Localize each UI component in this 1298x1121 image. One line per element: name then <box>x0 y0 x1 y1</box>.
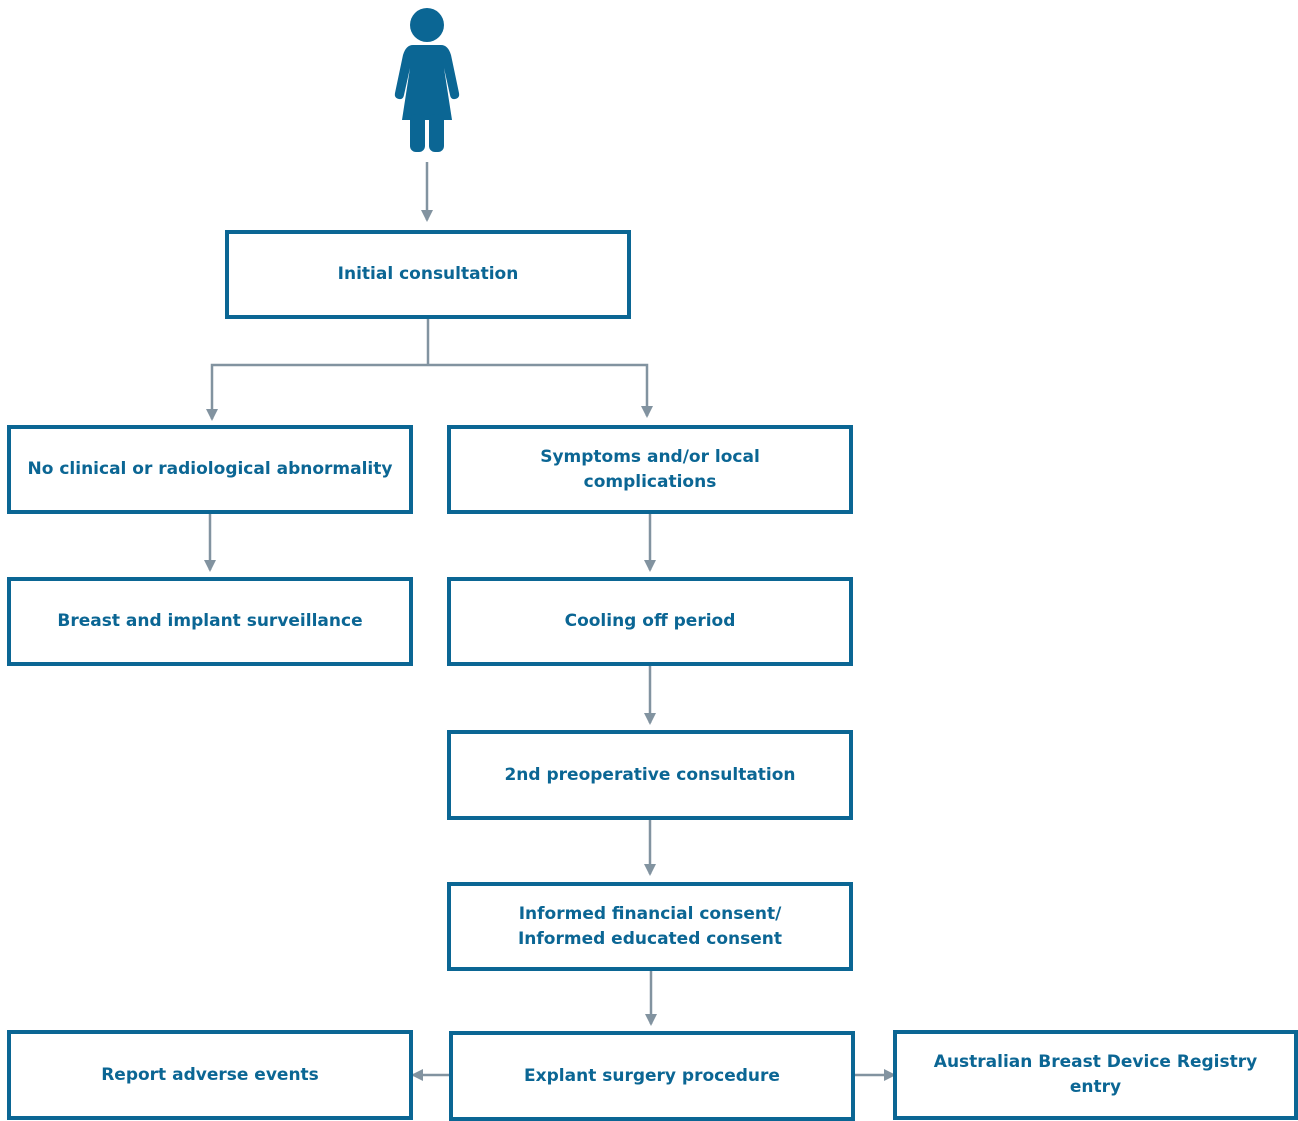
node-label: No clinical or radiological abnormality <box>27 459 393 479</box>
node-symptoms: Symptoms and/or local complications <box>447 425 853 514</box>
node-surveillance: Breast and implant surveillance <box>7 577 413 666</box>
arrow-initial-to-symptoms <box>428 363 653 418</box>
node-explant-surgery: Explant surgery procedure <box>449 1031 855 1121</box>
node-label: Symptoms and/or local complications <box>540 446 760 492</box>
node-no-abnormality: No clinical or radiological abnormality <box>7 425 413 514</box>
node-report-adverse: Report adverse events <box>7 1030 413 1120</box>
node-label: Informed financial consent/ Informed edu… <box>517 903 783 949</box>
node-label: Breast and implant surveillance <box>57 611 363 631</box>
node-cooling-off: Cooling off period <box>447 577 853 666</box>
node-label: Explant surgery procedure <box>524 1065 780 1086</box>
node-label: 2nd preoperative consultation <box>504 764 796 785</box>
node-initial-consultation: Initial consultation <box>225 230 631 319</box>
node-registry-entry: Australian Breast Device Registry entry <box>893 1030 1298 1120</box>
node-label: Cooling off period <box>564 611 736 631</box>
node-label: Report adverse events <box>101 1064 319 1085</box>
node-informed-consent: Informed financial consent/ Informed edu… <box>447 882 853 971</box>
arrow-initial-to-no-abnormality <box>206 363 428 421</box>
woman-person-icon <box>394 8 460 152</box>
node-label: Australian Breast Device Registry entry <box>933 1052 1258 1097</box>
node-label: Initial consultation <box>337 264 519 284</box>
node-second-consultation: 2nd preoperative consultation <box>447 730 853 820</box>
